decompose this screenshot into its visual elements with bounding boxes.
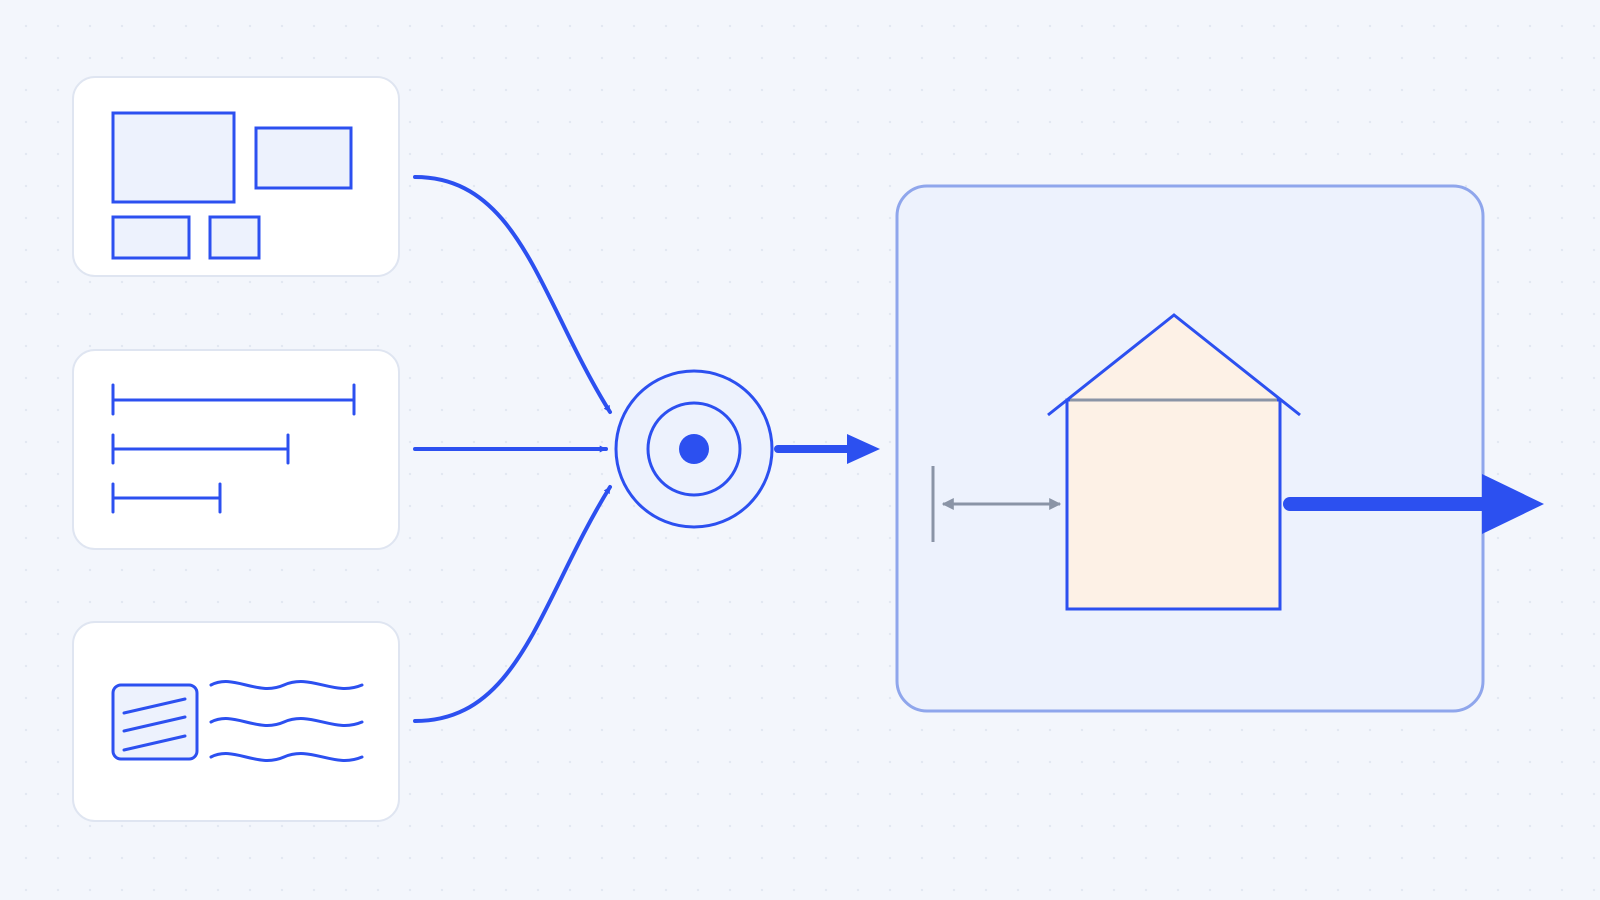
edge-content-to-hub <box>413 485 612 723</box>
edge-panel-exit <box>1283 474 1544 534</box>
image-text-icon <box>111 680 364 762</box>
input-card-layout[interactable] <box>72 76 400 277</box>
input-card-content[interactable] <box>72 621 400 822</box>
layout-grid-icon <box>111 111 353 260</box>
target-icon <box>614 369 774 529</box>
edge-layout-to-hub <box>413 175 612 414</box>
input-card-widths[interactable] <box>72 349 400 550</box>
house-icon <box>1047 313 1301 611</box>
hub-node[interactable] <box>614 369 774 529</box>
edge-hub-to-panel <box>774 434 880 464</box>
width-bars-icon <box>111 383 356 514</box>
connectors-in <box>413 175 612 723</box>
